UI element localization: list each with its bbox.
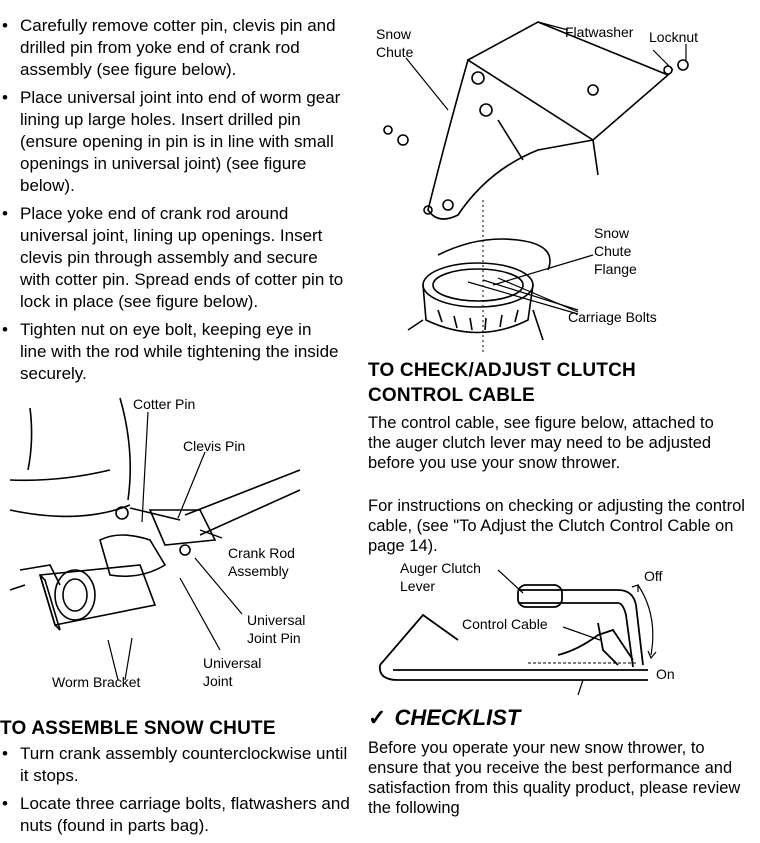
- snow-chute-label: Snow Chute: [376, 26, 414, 60]
- flatwasher-label: Flatwasher: [565, 24, 634, 40]
- step-item: Turn crank assembly counterclockwise unt…: [0, 743, 352, 787]
- cable-intro-paragraph: The control cable, see figure below, att…: [368, 414, 714, 472]
- cable-instructions-paragraph: For instructions on checking or adjustin…: [368, 497, 745, 555]
- step-text: Place universal joint into end of worm g…: [20, 88, 341, 195]
- cotter-pin-label: Cotter Pin: [133, 396, 196, 412]
- assembly-steps-list: Carefully remove cotter pin, clevis pin …: [0, 15, 352, 391]
- snow-chute-figure: Snow Chute Flatwasher Locknut Snow Chute…: [368, 10, 760, 355]
- control-cable-figure: Auger Clutch Lever Off Control Cable On: [368, 555, 760, 705]
- step-text: Place yoke end of crank rod around unive…: [20, 204, 344, 311]
- crank-rod-label: Crank Rod Assembly: [228, 545, 295, 579]
- carriage-bolts-label: Carriage Bolts: [568, 309, 657, 325]
- check-adjust-cable-heading: TO CHECK/ADJUST CLUTCH CONTROL CABLE: [368, 360, 636, 406]
- on-label: On: [656, 666, 675, 682]
- step-item: Locate three carriage bolts, flatwashers…: [0, 793, 352, 837]
- checkmark-icon: ✓: [368, 705, 387, 730]
- control-cable-label: Control Cable: [462, 616, 548, 632]
- checklist-paragraph: Before you operate your new snow thrower…: [368, 739, 741, 817]
- step-text: Tighten nut on eye bolt, keeping eye in …: [20, 320, 339, 383]
- snow-chute-flange-label: Snow Chute Flange: [594, 225, 637, 277]
- step-item: Carefully remove cotter pin, clevis pin …: [0, 15, 352, 81]
- universal-joint-drawing: [9, 397, 301, 681]
- off-label: Off: [644, 568, 663, 584]
- auger-clutch-lever-label: Auger Clutch Lever: [400, 560, 481, 594]
- worm-bracket-label: Worm Bracket: [52, 674, 141, 690]
- universal-joint-label: Universal Joint: [203, 655, 262, 689]
- assemble-snow-chute-heading: TO ASSEMBLE SNOW CHUTE: [0, 718, 276, 739]
- locknut-label: Locknut: [649, 29, 699, 45]
- step-item: Tighten nut on eye bolt, keeping eye in …: [0, 319, 340, 385]
- snow-chute-drawing: [383, 21, 689, 355]
- clevis-pin-label: Clevis Pin: [183, 438, 246, 454]
- step-item: Place universal joint into end of worm g…: [0, 87, 352, 197]
- step-text: Carefully remove cotter pin, clevis pin …: [20, 16, 336, 79]
- snow-chute-steps-list: Turn crank assembly counterclockwise unt…: [0, 743, 352, 843]
- step-item: Place yoke end of crank rod around unive…: [0, 203, 352, 313]
- step-text: Turn crank assembly counterclockwise unt…: [20, 744, 348, 785]
- universal-joint-pin-label: Universal Joint Pin: [247, 612, 306, 646]
- universal-joint-figure: Cotter Pin Clevis Pin Crank Rod Assembly…: [0, 390, 352, 695]
- control-cable-drawing: [378, 569, 657, 696]
- checklist-heading: ✓ CHECKLIST: [368, 705, 520, 731]
- checklist-title: CHECKLIST: [394, 705, 521, 730]
